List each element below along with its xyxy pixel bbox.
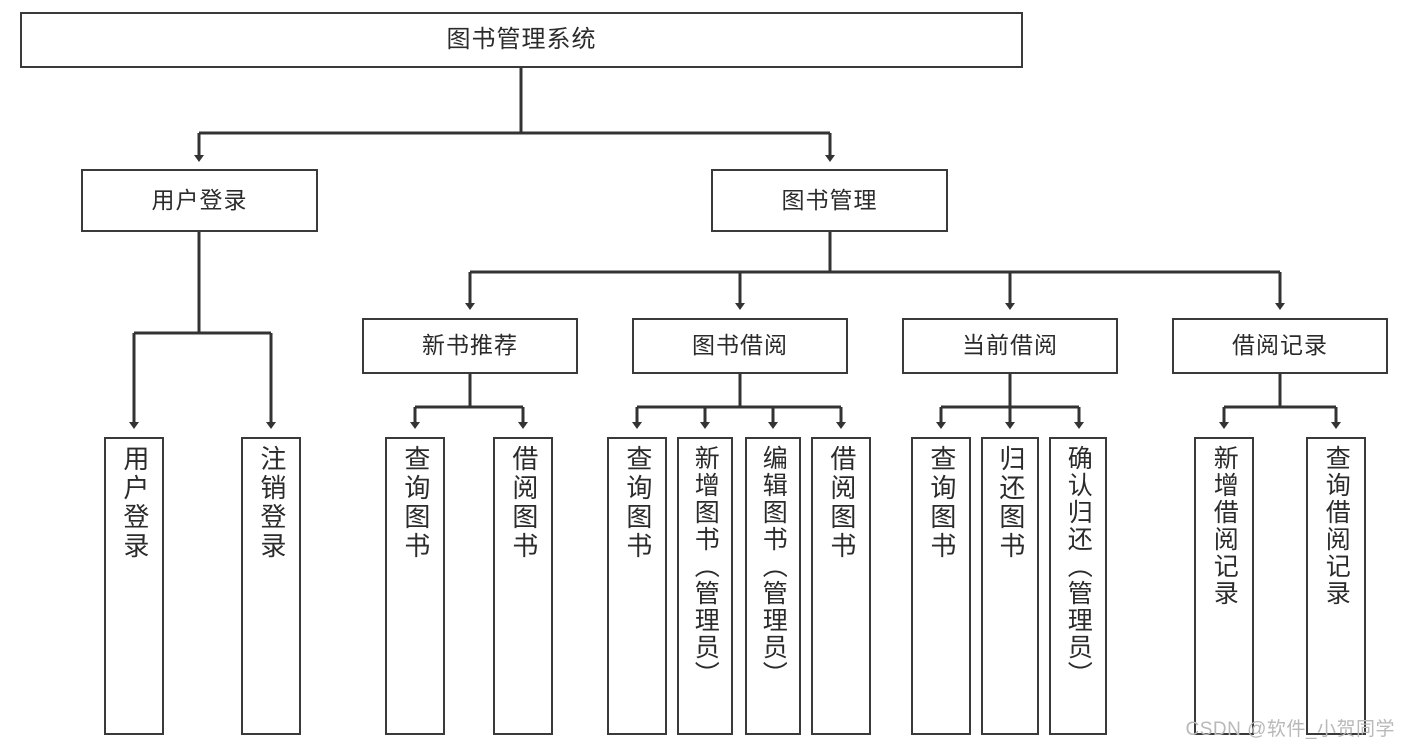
node-book-borrow[interactable]: 图书借阅: [632, 318, 848, 374]
leaf-user-login-logout[interactable]: 注销登录: [241, 437, 301, 735]
node-label: 当前借阅: [962, 332, 1058, 359]
node-label: 借阅图书: [826, 445, 857, 561]
leaf-book-borrow-query-book[interactable]: 查询图书: [607, 437, 667, 735]
node-label: 新增图书（管理员）: [691, 445, 720, 688]
leaf-new-book-borrow-book[interactable]: 借阅图书: [493, 437, 553, 735]
leaf-book-borrow-borrow-book[interactable]: 借阅图书: [811, 437, 871, 735]
node-label: 注销登录: [256, 445, 287, 561]
node-current-borrow[interactable]: 当前借阅: [902, 318, 1118, 374]
leaf-book-borrow-add-book-admin[interactable]: 新增图书（管理员）: [677, 437, 733, 735]
node-label: 用户登录: [119, 445, 150, 561]
node-label: 查询图书: [926, 445, 957, 561]
node-new-book-recommend[interactable]: 新书推荐: [362, 318, 578, 374]
node-borrow-record[interactable]: 借阅记录: [1172, 318, 1388, 374]
node-label: 借阅记录: [1232, 332, 1328, 359]
node-label: 图书管理系统: [446, 25, 597, 53]
node-label: 新增借阅记录: [1210, 445, 1239, 607]
leaf-borrow-record-add-record[interactable]: 新增借阅记录: [1194, 437, 1254, 735]
leaf-current-borrow-return-book[interactable]: 归还图书: [981, 437, 1039, 735]
node-label: 查询图书: [400, 445, 431, 561]
node-label: 归还图书: [995, 445, 1026, 561]
node-label: 图书借阅: [692, 332, 788, 359]
node-label: 查询图书: [622, 445, 653, 561]
leaf-new-book-query-book[interactable]: 查询图书: [385, 437, 445, 735]
leaf-user-login-login[interactable]: 用户登录: [104, 437, 164, 735]
node-label: 新书推荐: [422, 332, 518, 359]
leaf-current-borrow-confirm-return-admin[interactable]: 确认归还（管理员）: [1049, 437, 1107, 735]
node-label: 编辑图书（管理员）: [759, 445, 788, 688]
leaf-current-borrow-query-book[interactable]: 查询图书: [911, 437, 971, 735]
node-label: 确认归还（管理员）: [1064, 445, 1093, 688]
node-book-management[interactable]: 图书管理: [711, 169, 948, 232]
node-label: 用户登录: [151, 186, 248, 213]
csdn-watermark: CSDN @软件_小贺同学: [1185, 719, 1395, 740]
leaf-borrow-record-query-record[interactable]: 查询借阅记录: [1306, 437, 1366, 735]
node-book-management-system[interactable]: 图书管理系统: [20, 12, 1023, 68]
node-label: 图书管理: [781, 186, 878, 213]
node-label: 借阅图书: [508, 445, 539, 561]
node-label: 查询借阅记录: [1322, 445, 1351, 607]
node-user-login[interactable]: 用户登录: [81, 169, 318, 232]
leaf-book-borrow-edit-book-admin[interactable]: 编辑图书（管理员）: [745, 437, 801, 735]
